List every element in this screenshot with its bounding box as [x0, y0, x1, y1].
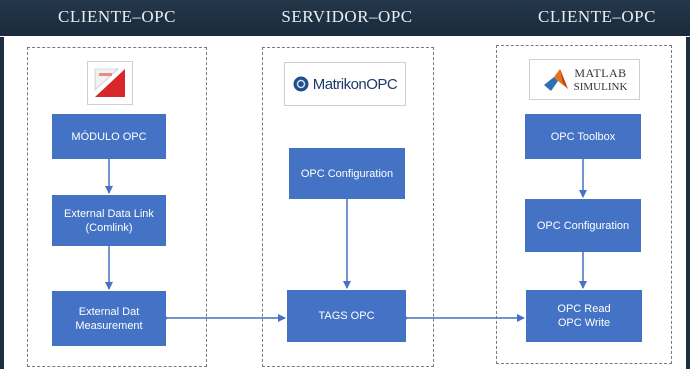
matrikon-logo-icon	[293, 76, 309, 92]
modulo-opc-node: MÓDULO OPC	[52, 114, 166, 159]
matlab-logo-text: MATLAB	[574, 65, 627, 80]
matlab-logo-icon	[543, 68, 568, 91]
simulink-logo-text: SIMULINK	[573, 80, 628, 93]
opc-read-write-node: OPC Read OPC Write	[526, 290, 642, 342]
server-group	[262, 47, 434, 367]
matrikon-logo: MatrikonOPC	[284, 62, 406, 106]
right-client-group	[496, 45, 672, 364]
right-frame-border	[686, 37, 690, 369]
client-opc-configuration-node: OPC Configuration	[525, 199, 641, 252]
opc-read-label: OPC Read	[557, 303, 611, 315]
title-bar: CLIENTE–OPC SERVIDOR–OPC CLIENTE–OPC	[0, 0, 690, 36]
matlab-logo: MATLAB SIMULINK	[529, 59, 640, 100]
simulation-software-logo-icon	[87, 61, 133, 105]
opc-write-label: OPC Write	[557, 317, 611, 329]
opc-toolbox-node: OPC Toolbox	[525, 114, 641, 159]
server-title: SERVIDOR–OPC	[281, 7, 413, 26]
right-client-title: CLIENTE–OPC	[538, 7, 656, 26]
external-measurement-node: External Dat Measurement	[52, 291, 166, 346]
tags-opc-node: TAGS OPC	[287, 290, 406, 342]
server-opc-configuration-node: OPC Configuration	[289, 148, 405, 199]
left-frame-border	[0, 37, 4, 369]
left-client-group	[27, 47, 207, 367]
left-client-title: CLIENTE–OPC	[58, 7, 176, 26]
matrikon-logo-text: MatrikonOPC	[312, 75, 398, 93]
external-data-link-node: External Data Link (Comlink)	[52, 195, 166, 246]
